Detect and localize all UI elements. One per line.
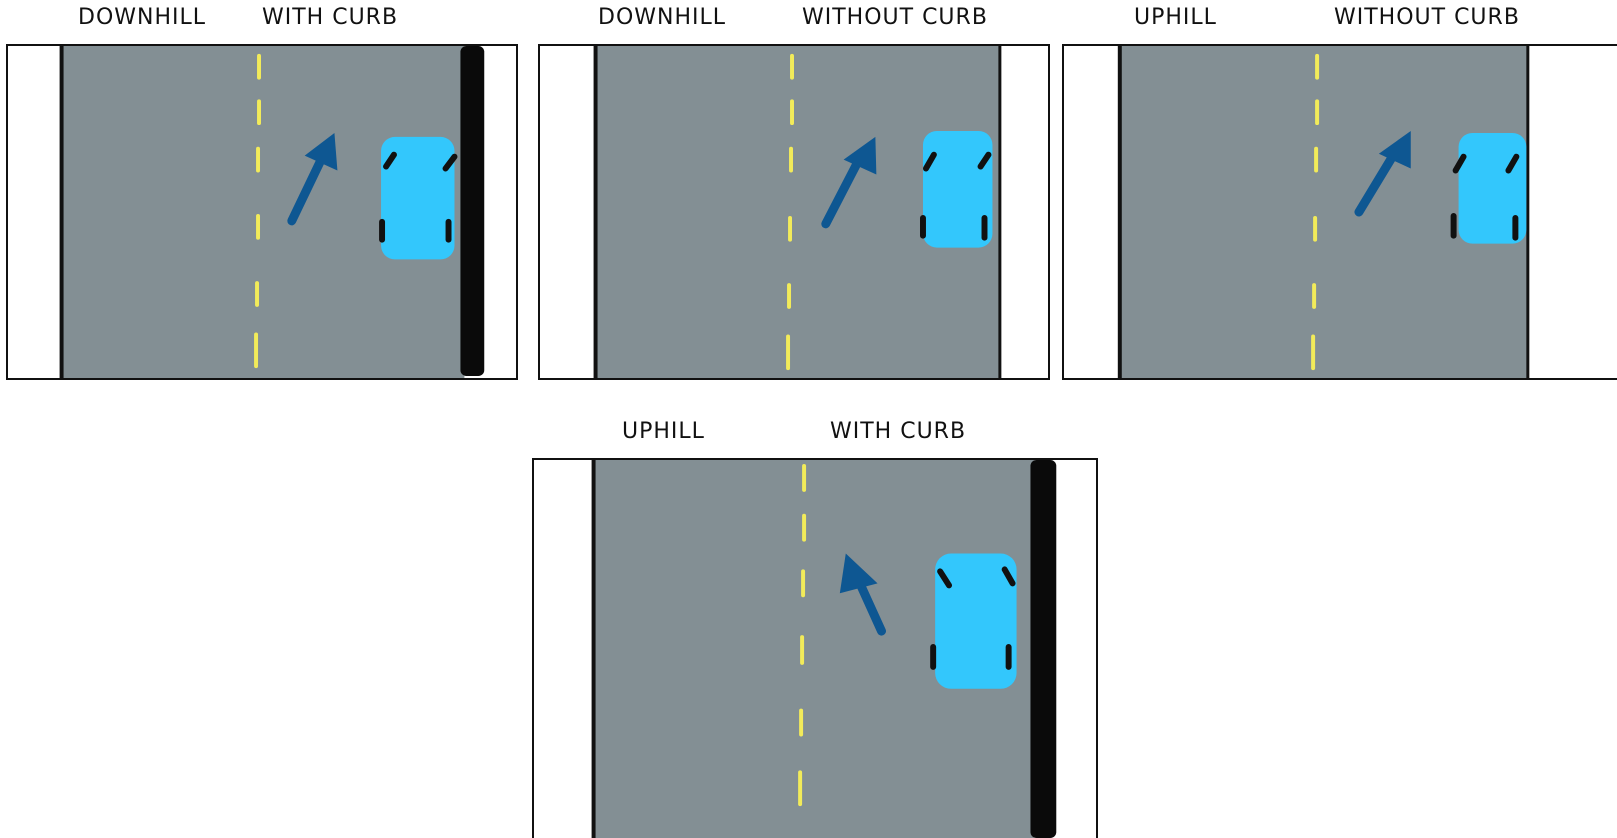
panel-slope-label: DOWNHILL	[78, 0, 206, 36]
panel-slope-label: UPHILL	[1134, 0, 1217, 36]
panel-uphill-with-curb: UPHILL WITH CURB	[532, 414, 1098, 834]
road-edge-right	[1526, 46, 1529, 378]
panel-curb-label: WITHOUT CURB	[1334, 0, 1520, 36]
sidewalk-left	[8, 46, 62, 378]
road-scene-drawing	[8, 46, 516, 378]
panel-curb-label: WITH CURB	[262, 0, 398, 36]
car-icon	[923, 131, 992, 248]
panel-downhill-with-curb: DOWNHILL WITH CURB	[6, 0, 518, 380]
car-icon	[1454, 133, 1527, 244]
panel-curb-label: WITH CURB	[830, 414, 966, 450]
curb	[1030, 460, 1056, 838]
panel-uphill-without-curb: UPHILL WITHOUT CURB	[1062, 0, 1617, 380]
road-scene-drawing	[540, 46, 1048, 378]
road-edge-left	[60, 46, 64, 378]
road-edge-left	[594, 46, 598, 378]
road-scene-drawing	[534, 460, 1096, 838]
sidewalk-left	[534, 460, 594, 838]
road-edge-right	[998, 46, 1001, 378]
panel-curb-label: WITHOUT CURB	[802, 0, 988, 36]
road-scene	[1062, 44, 1617, 380]
panel-slope-label: UPHILL	[622, 414, 705, 450]
road-edge-left	[592, 460, 596, 838]
sidewalk-left	[540, 46, 596, 378]
panel-slope-label: DOWNHILL	[598, 0, 726, 36]
road-scene-drawing	[1064, 46, 1617, 378]
road-scene	[532, 458, 1098, 838]
road-scene	[538, 44, 1050, 380]
road-scene	[6, 44, 518, 380]
curb	[460, 46, 484, 376]
car-icon	[933, 554, 1016, 689]
car-icon	[381, 137, 454, 260]
road-edge-left	[1118, 46, 1122, 378]
sidewalk-left	[1064, 46, 1120, 378]
panel-downhill-without-curb: DOWNHILL WITHOUT CURB	[538, 0, 1050, 380]
